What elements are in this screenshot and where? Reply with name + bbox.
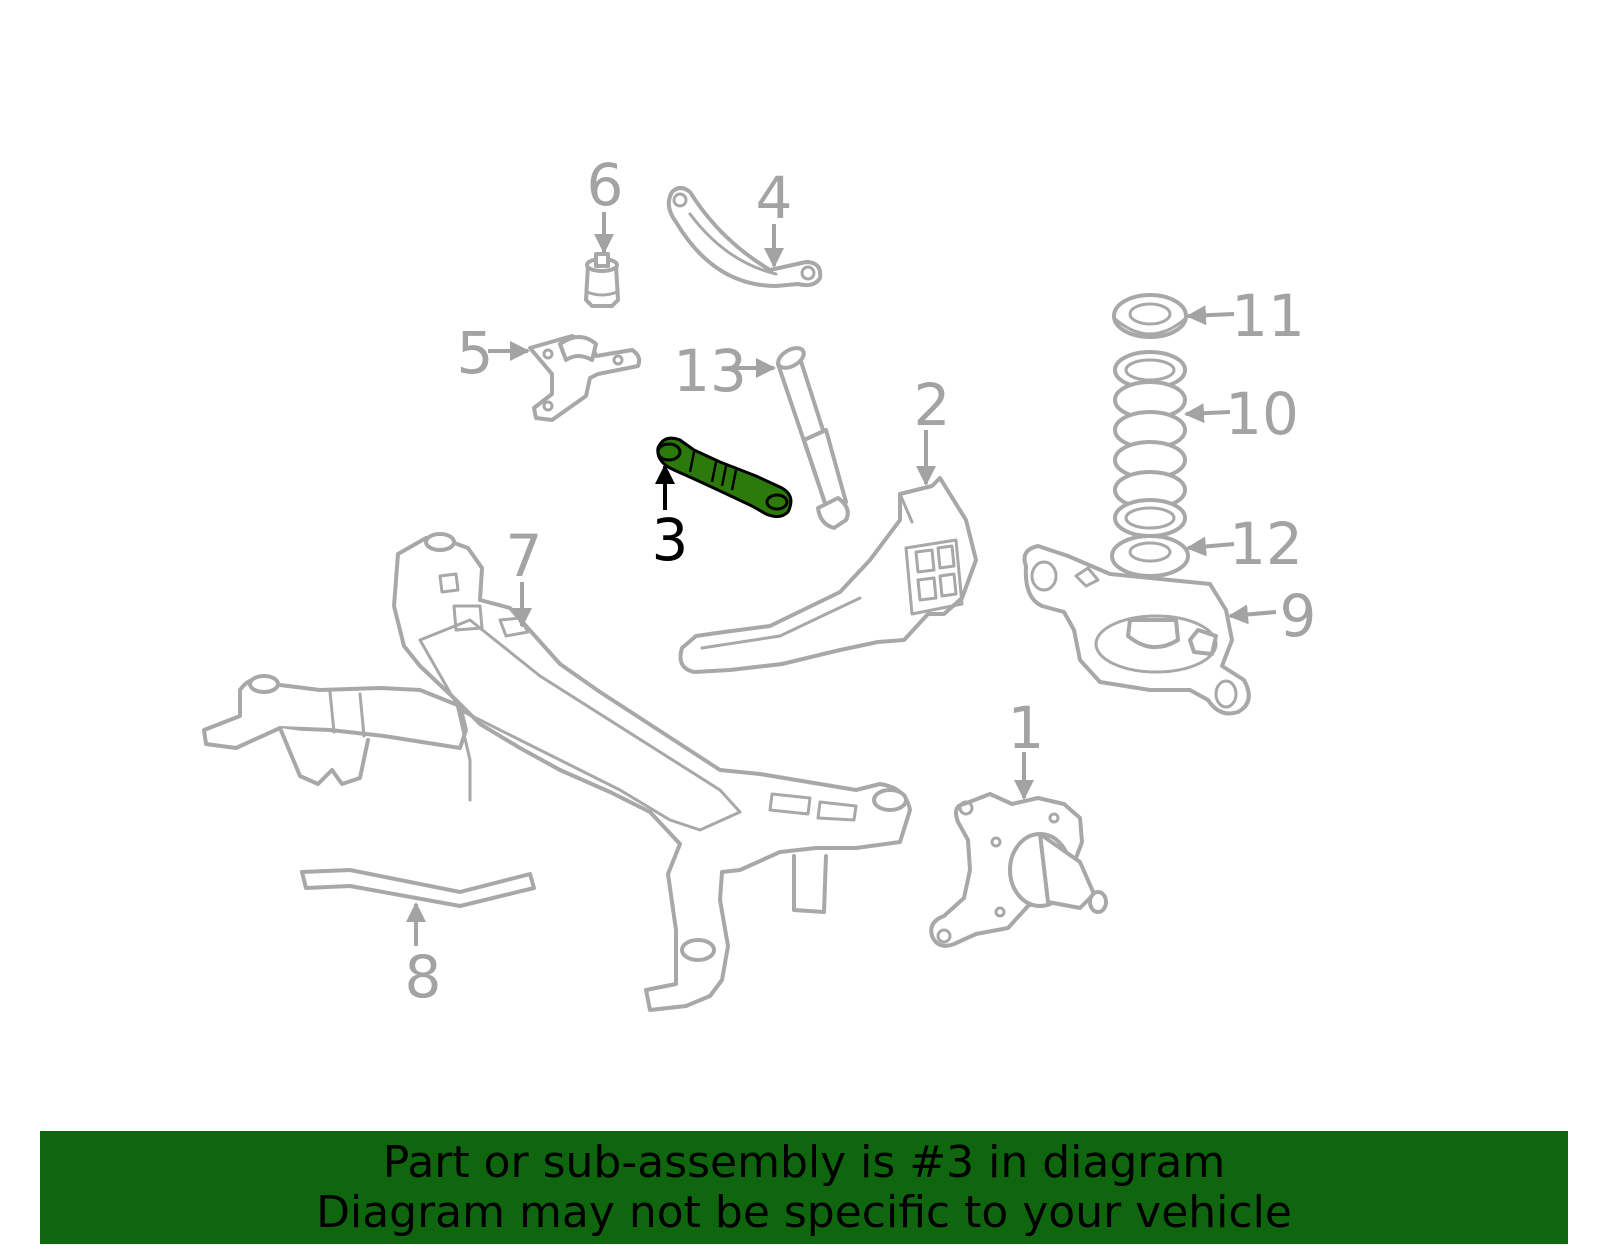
callout-8: 8	[405, 943, 442, 1011]
part-6-bushing	[584, 252, 620, 308]
part-4-upper-arm	[666, 186, 823, 288]
callout-labels: 6 4 5 13 11 10 12 9 2 7 1 8 3	[405, 151, 1317, 1011]
callout-11: 11	[1231, 282, 1305, 350]
part-2-trailing-arm	[678, 476, 978, 674]
info-banner: Part or sub-assembly is #3 in diagram Di…	[40, 1131, 1568, 1244]
part-1-knuckle	[929, 792, 1108, 948]
callout-7: 7	[506, 522, 543, 590]
part-3-control-arm	[656, 436, 793, 519]
banner-line-disclaimer: Diagram may not be specific to your vehi…	[316, 1186, 1292, 1238]
callout-arrows	[406, 212, 1277, 946]
callout-4: 4	[756, 164, 793, 232]
callout-2: 2	[914, 371, 951, 439]
part-7-crossmember	[202, 532, 912, 1012]
callout-5: 5	[457, 319, 494, 387]
callout-9: 9	[1280, 582, 1317, 650]
part-11-spring-seat	[1112, 293, 1188, 339]
part-9-lower-arm	[1022, 544, 1251, 716]
part-13-shock-absorber	[776, 346, 850, 530]
callout-12: 12	[1229, 510, 1303, 578]
part-10-coil-spring	[1113, 350, 1187, 538]
part-12-spring-seat	[1110, 534, 1190, 578]
callout-1: 1	[1008, 694, 1045, 762]
callout-6: 6	[587, 151, 624, 219]
part-8-bar	[300, 868, 536, 908]
callout-3-highlighted: 3	[652, 506, 689, 574]
banner-line-part-number: Part or sub-assembly is #3 in diagram	[382, 1136, 1226, 1188]
part-5-bracket	[528, 334, 642, 422]
callout-10: 10	[1225, 380, 1299, 448]
callout-13: 13	[673, 337, 747, 405]
